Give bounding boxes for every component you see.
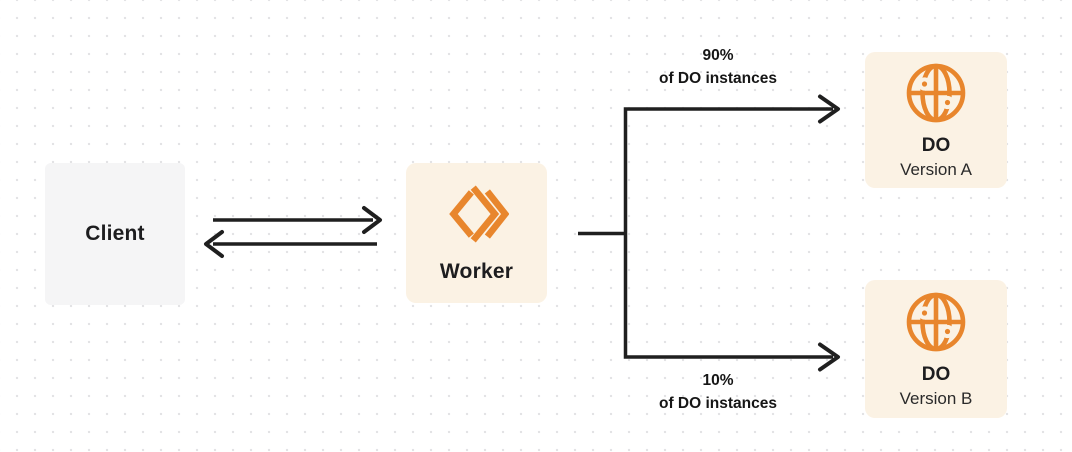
- client-label: Client: [85, 222, 145, 245]
- split-top-percent: 90%: [702, 47, 734, 64]
- do-b-title: DO: [921, 363, 951, 385]
- split-top-arrowhead: [818, 94, 840, 124]
- split-bottom-caption: of DO instances: [659, 395, 777, 412]
- do-version-b-node: DO Version B: [865, 280, 1007, 418]
- do-b-subtitle: Version B: [899, 388, 973, 408]
- globe-icon: [906, 292, 966, 351]
- do-a-subtitle: Version A: [900, 159, 972, 179]
- split-bracket: [623, 107, 833, 359]
- split-top-caption: of DO instances: [659, 70, 777, 87]
- worker-label: Worker: [439, 260, 514, 283]
- split-bottom-label: 10% of DO instances: [613, 369, 823, 415]
- do-a-title: DO: [921, 134, 951, 156]
- client-node: Client: [45, 163, 185, 305]
- client-to-worker-arrow: [213, 206, 382, 234]
- workers-icon: [448, 185, 509, 243]
- split-bottom-arrowhead: [818, 342, 840, 372]
- split-top-label: 90% of DO instances: [613, 44, 823, 90]
- split-bottom-percent: 10%: [702, 372, 734, 389]
- globe-icon: [906, 63, 966, 122]
- worker-node: Worker: [406, 163, 547, 303]
- do-version-a-node: DO Version A: [865, 52, 1007, 188]
- worker-to-client-arrow: [204, 230, 377, 258]
